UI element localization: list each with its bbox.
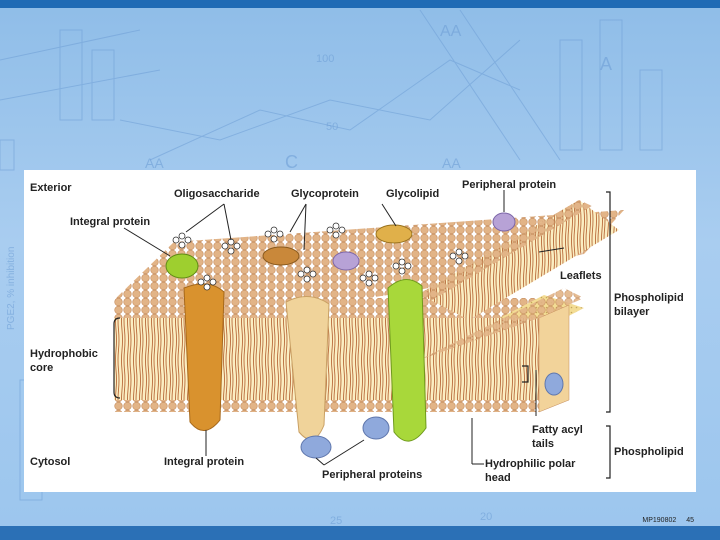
label-peripheral-proteins: Peripheral proteins xyxy=(322,469,422,482)
bg-num-100: 100 xyxy=(316,53,334,65)
footer-code: MP190802 xyxy=(642,517,676,524)
label-glycolipid: Glycolipid xyxy=(386,188,439,201)
bg-num-20: 20 xyxy=(480,511,492,523)
peripheral-protein-edge xyxy=(545,373,563,395)
bg-aa-mid2: AA xyxy=(442,155,461,171)
integral-protein-cream xyxy=(286,296,329,439)
label-phospholipid-bilayer-line2: bilayer xyxy=(614,306,649,319)
label-glycoprotein: Glycoprotein xyxy=(291,188,359,201)
label-exterior: Exterior xyxy=(30,182,72,195)
label-hydrophilic-polar-head-line2: head xyxy=(485,472,511,485)
label-cytosol: Cytosol xyxy=(30,456,70,469)
peripheral-protein-cytosol-right xyxy=(363,417,389,439)
bg-aa-top: AA xyxy=(440,23,462,40)
peripheral-protein-cytosol-left xyxy=(301,436,331,458)
label-hydrophilic-polar-head-line1: Hydrophilic polar xyxy=(485,458,575,471)
page-number: 45 xyxy=(686,517,694,524)
label-fatty-acyl-tails-line2: tails xyxy=(532,438,554,451)
glycoprotein-body xyxy=(263,247,299,265)
bg-num-50: 50 xyxy=(326,121,338,133)
bg-a: A xyxy=(600,54,612,74)
integral-protein-orange xyxy=(184,284,224,431)
label-peripheral-protein-top: Peripheral protein xyxy=(462,179,556,192)
peripheral-protein-purple xyxy=(493,213,515,231)
label-oligosaccharide: Oligosaccharide xyxy=(174,188,260,201)
label-fatty-acyl-tails-line1: Fatty acyl xyxy=(532,424,583,437)
label-integral-protein-top: Integral protein xyxy=(70,216,150,229)
label-integral-protein-bottom: Integral protein xyxy=(164,456,244,469)
label-hydrophobic-core-line2: core xyxy=(30,362,53,375)
label-hydrophobic-core-line1: Hydrophobic xyxy=(30,348,98,361)
integral-protein-green xyxy=(388,279,426,441)
peripheral-protein-exterior xyxy=(333,252,359,270)
label-leaflets: Leaflets xyxy=(560,270,602,283)
bg-c: C xyxy=(285,152,298,172)
label-phospholipid: Phospholipid xyxy=(614,446,684,459)
slide-footer: MP190802 45 xyxy=(634,517,694,524)
integral-protein-left-cap xyxy=(166,254,198,278)
glycolipid-body xyxy=(376,225,412,243)
membrane-diagram-panel: Exterior Oligosaccharide Glycoprotein Gl… xyxy=(24,170,696,492)
label-phospholipid-bilayer-line1: Phospholipid xyxy=(614,292,684,305)
bottom-accent-bar xyxy=(0,526,720,540)
bg-pge-axis-label: PGE2, % inhibition xyxy=(6,247,17,330)
bg-aa-mid1: AA xyxy=(145,155,164,171)
